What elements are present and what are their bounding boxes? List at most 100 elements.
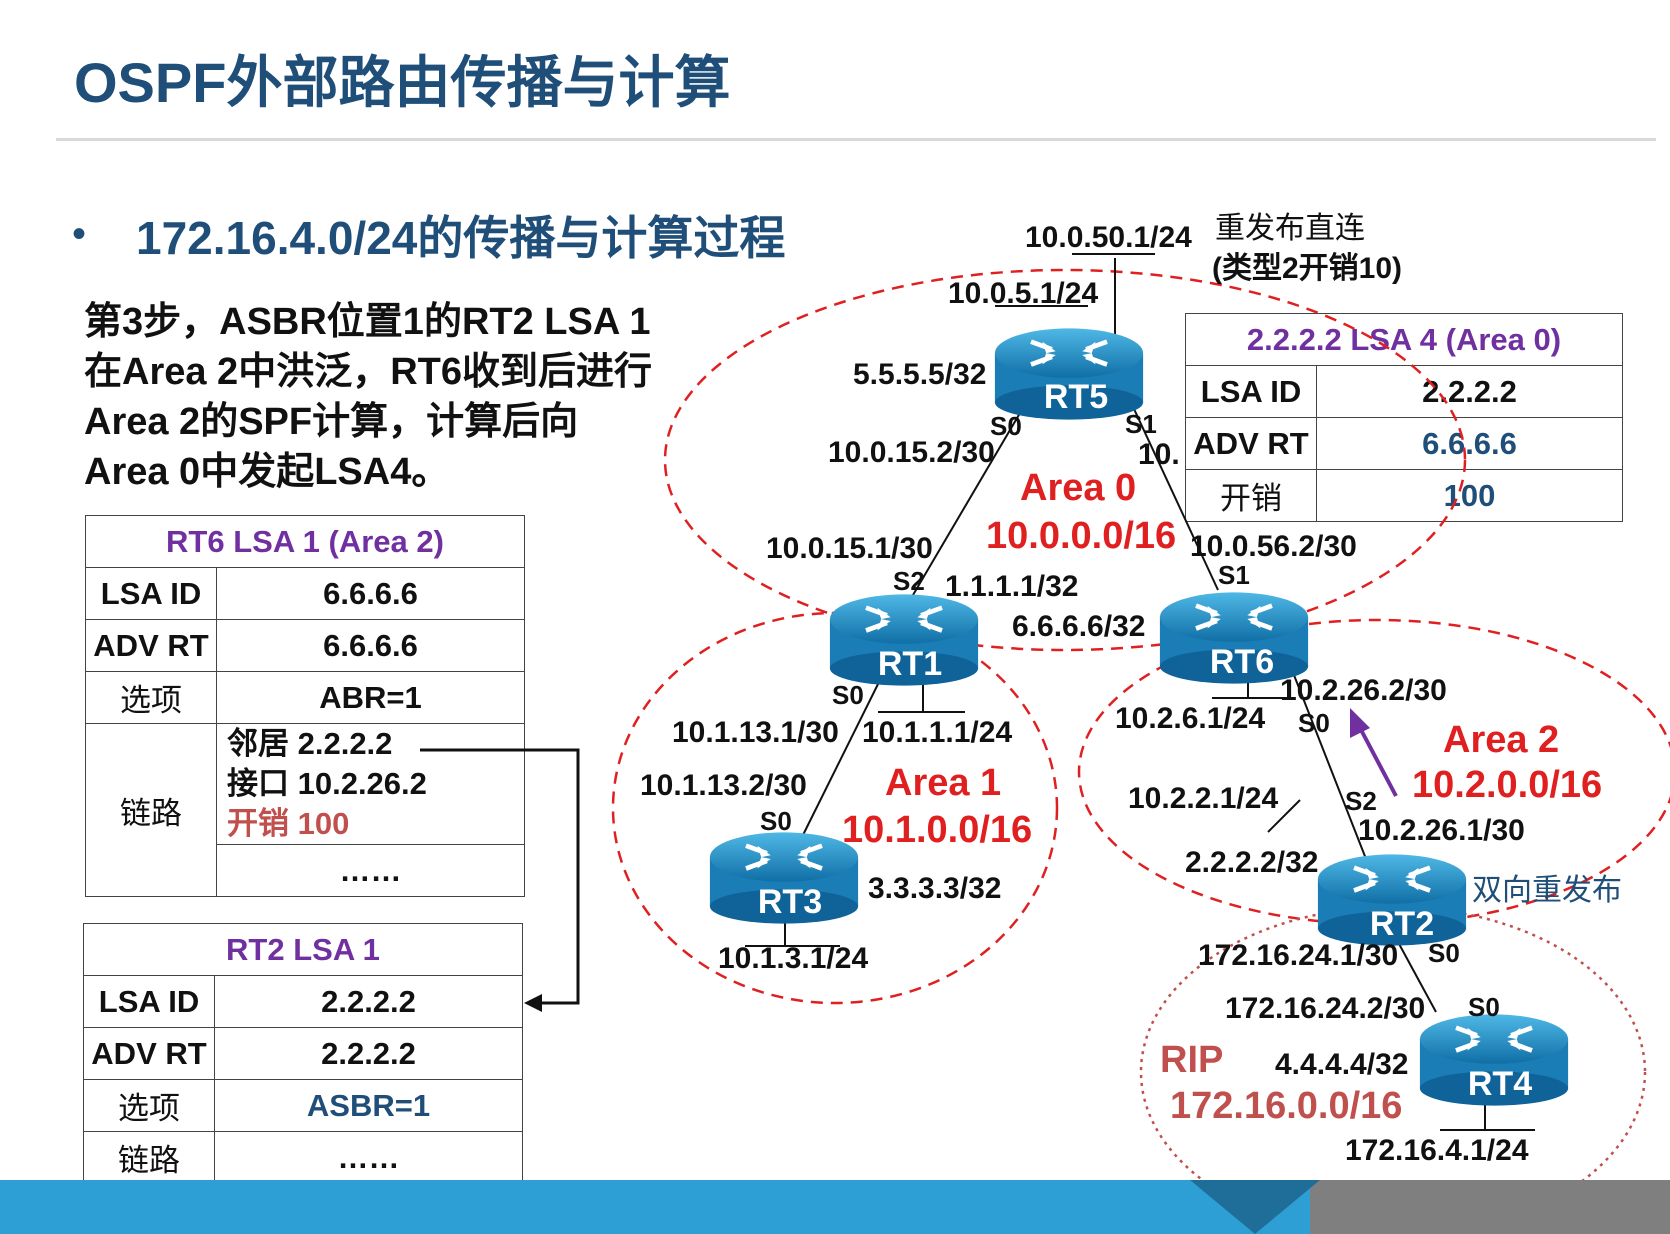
rt2-s0-ip-label: 172.16.24.1/30	[1198, 939, 1398, 972]
rt5-top-net-label: 10.0.50.1/24	[1025, 221, 1192, 254]
flood-direction-arrow	[1357, 725, 1398, 797]
rt2-loopback-label: 2.2.2.2/32	[1185, 846, 1318, 879]
rt3-s0-ip-label: 10.1.13.2/30	[640, 769, 807, 802]
bullet-heading: 172.16.4.0/24的传播与计算过程	[136, 212, 786, 264]
title-divider	[56, 138, 1656, 141]
rt1-s2-label: S2	[893, 566, 925, 596]
rt6-link-more: ……	[216, 844, 525, 897]
rt2-row-value: 2.2.2.2	[214, 1027, 523, 1080]
rt2-s0-label: S0	[1428, 938, 1460, 968]
lsa-link-arrowhead	[524, 994, 542, 1012]
footer-triangle	[1190, 1180, 1320, 1234]
type2-cost-label: (类型2开销10)	[1212, 252, 1402, 285]
rt6-s0-label: S0	[1298, 708, 1330, 738]
router-rt4-label: RT4	[1468, 1065, 1532, 1103]
rt2-s2-ip-label: 10.2.26.1/30	[1358, 814, 1525, 847]
link-rt1-rt3	[802, 669, 886, 836]
lsa4-table: 2.2.2.2 LSA 4 (Area 0) LSA ID 2.2.2.2 AD…	[1185, 313, 1623, 522]
step-line-3: Area 2的SPF计算，计算后向	[84, 401, 579, 443]
router-rt6-label: RT6	[1210, 643, 1274, 681]
rt4-s0-label: S0	[1468, 992, 1500, 1022]
rip-net: 172.16.0.0/16	[1170, 1085, 1402, 1127]
area0-boundary	[663, 268, 1467, 652]
lan-rt2	[1267, 799, 1301, 833]
step-line-2: 在Area 2中洪泛，RT6收到后进行	[84, 351, 652, 393]
bidirectional-redistribute-label: 双向重发布	[1472, 874, 1622, 907]
rt1-s2-ip-label: 10.0.15.1/30	[766, 532, 933, 565]
rt6-link-interface: 接口 10.2.26.2	[227, 766, 427, 801]
rt4-lan-label: 172.16.4.1/24	[1345, 1134, 1529, 1167]
rt3-lan-label: 10.1.3.1/24	[718, 942, 868, 975]
rt2-row-key: ADV RT	[83, 1027, 215, 1080]
rt3-s0-label: S0	[760, 806, 792, 836]
rt6-loopback-label: 6.6.6.6/32	[1012, 610, 1145, 643]
area2-net: 10.2.0.0/16	[1412, 764, 1602, 806]
rt1-loopback-label: 1.1.1.1/32	[945, 570, 1078, 603]
rt6-row-value: 6.6.6.6	[216, 567, 525, 620]
rt2-s2-label: S2	[1345, 786, 1377, 816]
rt2-row-value: 2.2.2.2	[214, 975, 523, 1028]
rt6-lsa1-table: RT6 LSA 1 (Area 2) LSA ID 6.6.6.6 ADV RT…	[85, 515, 525, 897]
lsa4-table-header: 2.2.2.2 LSA 4 (Area 0)	[1185, 313, 1623, 366]
rt6-link-detail: 邻居 2.2.2.2 接口 10.2.26.2 开销 100	[216, 723, 525, 845]
router-rt2-label: RT2	[1370, 905, 1434, 943]
area1-net: 10.1.0.0/16	[842, 809, 1032, 851]
area1-name: Area 1	[885, 762, 1001, 804]
rip-name: RIP	[1160, 1039, 1223, 1081]
rt4-s0-ip-label: 172.16.24.2/30	[1225, 992, 1425, 1025]
link-rt6-rt2	[1291, 669, 1369, 865]
rt2-table-header: RT2 LSA 1	[83, 923, 523, 976]
rt6-s1-ip-label: 10.0.56.2/30	[1190, 530, 1357, 563]
lsa4-row-key: ADV RT	[1185, 417, 1317, 470]
bullet-dot: •	[72, 212, 87, 256]
rt6-row-key: ADV RT	[85, 619, 217, 672]
step-line-1: 第3步，ASBR位置1的RT2 LSA 1	[84, 301, 651, 343]
link-rt5-rt1	[902, 395, 1031, 613]
rt1-lan-label: 10.1.1.1/24	[862, 716, 1012, 749]
rt2-lsa1-table: RT2 LSA 1 LSA ID 2.2.2.2 ADV RT 2.2.2.2 …	[83, 923, 523, 1184]
step-line-4: Area 0中发起LSA4。	[84, 451, 450, 493]
rt5-s0-label: S0	[990, 411, 1022, 441]
area0-name: Area 0	[1020, 467, 1136, 509]
router-rt3-label: RT3	[758, 883, 822, 921]
rt6-row-key: LSA ID	[85, 567, 217, 620]
flood-direction-arrowhead	[1350, 708, 1370, 738]
router-rt1-label: RT1	[878, 645, 942, 683]
footer-accent	[1310, 1180, 1670, 1234]
rt5-s0-ip-label: 10.0.15.2/30	[828, 436, 995, 469]
rt4-loopback-label: 4.4.4.4/32	[1275, 1048, 1408, 1081]
link-rt5-rt6	[1127, 395, 1219, 591]
rt6-table-header: RT6 LSA 1 (Area 2)	[85, 515, 525, 568]
redistribute-direct-label: 重发布直连	[1215, 212, 1365, 245]
area2-name: Area 2	[1443, 719, 1559, 761]
rt2-row-value: ……	[214, 1131, 523, 1184]
rt5-loopback-label: 5.5.5.5/32	[853, 358, 986, 391]
rt2-lan-label: 10.2.2.1/24	[1128, 782, 1278, 815]
rt5-s1-label: S1	[1125, 409, 1157, 439]
rt6-link-key: 链路	[85, 723, 217, 897]
rt6-s1-label: S1	[1218, 560, 1250, 590]
rt6-lan-label: 10.2.6.1/24	[1115, 702, 1265, 735]
rt6-row-value: 6.6.6.6	[216, 619, 525, 672]
rt6-link-neighbor: 邻居 2.2.2.2	[227, 726, 393, 761]
area0-net: 10.0.0.0/16	[986, 515, 1176, 557]
rt5-lan-label: 10.0.5.1/24	[948, 277, 1098, 310]
rt5-s1-ip-label: 10.	[1138, 438, 1180, 471]
rt6-row-key: 选项	[85, 671, 217, 724]
lsa4-row-value: 2.2.2.2	[1316, 365, 1623, 418]
lsa4-row-key: 开销	[1185, 469, 1317, 522]
rt1-s0-ip-label: 10.1.13.1/30	[672, 716, 839, 749]
lsa4-row-key: LSA ID	[1185, 365, 1317, 418]
rt3-loopback-label: 3.3.3.3/32	[868, 872, 1001, 905]
rt2-row-key: 链路	[83, 1131, 215, 1184]
lsa4-row-value: 100	[1316, 469, 1623, 522]
page-title: OSPF外部路由传播与计算	[74, 51, 731, 114]
rt6-link-cost: 开销 100	[227, 806, 350, 841]
rt1-s0-label: S0	[832, 680, 864, 710]
router-rt5-label: RT5	[1044, 378, 1108, 416]
rt2-row-key: LSA ID	[83, 975, 215, 1028]
rt2-row-key: 选项	[83, 1079, 215, 1132]
rt2-row-value: ASBR=1	[214, 1079, 523, 1132]
rt6-s0-ip-label: 10.2.26.2/30	[1280, 674, 1447, 707]
